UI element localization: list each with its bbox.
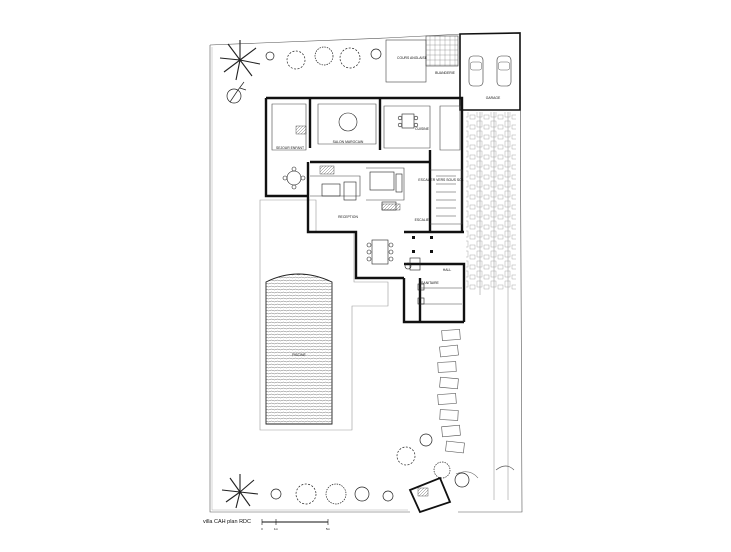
scale-label-1: 1m [274, 527, 279, 531]
room-labels: CUISINE SALON MAROCAIN SEJOUR ENFANT REC… [276, 127, 464, 285]
room-label-escalier-sous-sol: ESCALIER VERS SOUS SOL [418, 178, 463, 182]
room-label-escalier: ESCALIER [415, 218, 432, 222]
swimming-pool: PISCINE [265, 273, 333, 425]
north-arrow-icon [226, 81, 247, 104]
furniture [282, 112, 425, 305]
room-label-sanitaire: SANITAIRE [421, 281, 439, 285]
columns [412, 236, 433, 253]
room-label-sejour-enfant: SEJOUR ENFANT [276, 146, 304, 150]
driveway [466, 112, 516, 500]
sofa [321, 183, 341, 197]
scale-bar: 0 1m 5m [261, 519, 331, 531]
salon-table [338, 112, 358, 132]
room-label-salon-marocain: SALON MAROCAIN [333, 140, 364, 144]
garage: GARAGE [459, 32, 521, 111]
stepping-stones [437, 329, 465, 454]
room-label-hall: HALL [443, 268, 452, 272]
dining-table [371, 239, 389, 265]
room-label-garage: GARAGE [486, 96, 501, 100]
room-label-buanderie: BUANDERIE [435, 71, 456, 75]
plan-caption: villa CAH plan RDC [203, 519, 251, 525]
scale-label-0: 0 [261, 527, 263, 531]
scale-label-5: 5m [326, 527, 331, 531]
shrub-icon [265, 46, 470, 505]
terrace-outline [259, 199, 389, 431]
kitchen-table [401, 113, 415, 129]
room-label-cour-anglaise: COURS ANGLAISE [397, 56, 428, 60]
room-label-reception: RECEPTION [338, 215, 358, 219]
service-courtyard: COURS ANGLAISE BUANDERIE [385, 35, 459, 83]
guard-house [408, 465, 515, 514]
room-label-cuisine: CUISINE [415, 127, 429, 131]
room-label-piscine: PISCINE [292, 353, 306, 357]
sejour-table [286, 170, 302, 186]
palm-tree-icon [219, 40, 261, 509]
hatched-elements [295, 125, 401, 211]
